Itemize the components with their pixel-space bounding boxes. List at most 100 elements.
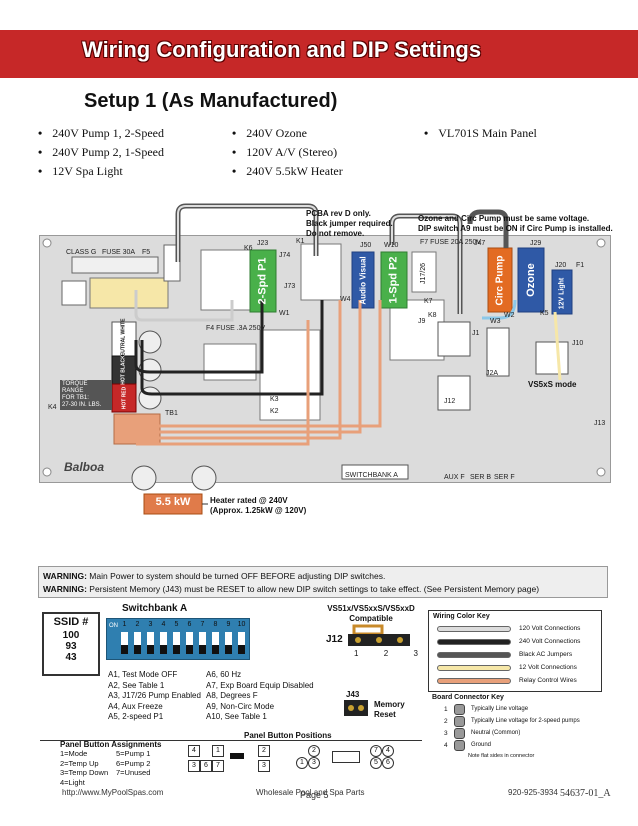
label-f4: F4 FUSE .3A 250V (206, 325, 266, 332)
panel-layout-b: 2 7 4 1 3 5 6 (296, 745, 396, 771)
connector-audio-visual (351, 251, 375, 309)
ssid-value: 93 (65, 641, 77, 652)
panel-assign-right: 5=Pump 1 6=Pump 2 7=Unused (116, 749, 150, 787)
label-j73: J73 (284, 283, 296, 290)
panel-button[interactable]: 3 (258, 760, 270, 772)
dip-switch[interactable]: 9 (223, 621, 234, 657)
footer-url[interactable]: http://www.MyPoolSpas.com (62, 788, 164, 797)
footer-doc: 54637-01_A (560, 788, 611, 799)
wire-12v (553, 311, 562, 381)
wiring-key-item: 120 Volt Connections (437, 622, 601, 635)
bullet-item: 240V Pump 2, 1-Speed (38, 145, 164, 160)
wire-color-swatch (437, 638, 511, 645)
label-neutral: NEUTRAL WHITE (121, 318, 128, 360)
dip-switch[interactable]: 2 (132, 621, 143, 657)
wire-color-swatch (437, 625, 511, 632)
bullet-col-3: VL701S Main Panel (424, 126, 537, 141)
pin (397, 637, 403, 643)
wire-120v (134, 290, 234, 322)
warning-text: Main Power to system should be turned OF… (89, 571, 386, 581)
memory-reset-label: Memory Reset (374, 700, 405, 720)
connector-ozone (517, 247, 545, 313)
label-tb1: TB1 (165, 410, 178, 417)
dip-switch[interactable]: 3 (145, 621, 156, 657)
panel-button[interactable]: 3 (188, 760, 200, 772)
dip-switch-slot (160, 632, 167, 654)
ozone-label-wrap: Ozone (517, 250, 545, 310)
black-jumper-wire (467, 209, 509, 248)
panel-button[interactable]: 6 (382, 757, 394, 769)
warning-label: WARNING: (43, 584, 87, 594)
dip-switch-knob (121, 645, 128, 654)
dip-switch-number: 6 (187, 621, 192, 628)
j43-label: J43 (346, 690, 360, 699)
dip-switch-slot (199, 632, 206, 654)
panel-button[interactable]: 4 (382, 745, 394, 757)
neutral-label-wrap: NEUTRAL WHITE (113, 318, 135, 359)
dip-switch[interactable]: 6 (184, 621, 195, 657)
terminal (61, 280, 87, 306)
circ-label-wrap: Circ Pump (487, 250, 513, 310)
connector-j17 (411, 251, 437, 293)
panel-button[interactable]: 1 (212, 745, 224, 757)
heater-terminal (191, 465, 217, 491)
jack-j10 (535, 341, 569, 375)
label-aux: AUX F (444, 474, 465, 481)
light-label-wrap: 12V Light (551, 272, 573, 314)
panel-button[interactable]: 5 (370, 757, 382, 769)
torque-line: FOR TB1: (62, 395, 89, 401)
dip-switch-number: 4 (161, 621, 166, 628)
bullet-item: VL701S Main Panel (424, 126, 537, 141)
pin-label: 2 (383, 649, 389, 658)
j12-pin-labels: 1 2 3 (354, 649, 418, 658)
label-j1: J1 (472, 330, 480, 337)
panel-button[interactable]: 7 (370, 745, 382, 757)
note-line: Black jumper required. (306, 219, 393, 228)
dip-switch[interactable]: 7 (197, 621, 208, 657)
dip-switch[interactable]: 1 (119, 621, 130, 657)
fuse-f4 (203, 343, 257, 381)
panel-button[interactable]: 2 (258, 745, 270, 757)
warning-box: WARNING: Main Power to system should be … (38, 566, 608, 598)
assign-item: 5=Pump 1 (116, 749, 151, 758)
ozone-wire (482, 299, 517, 320)
switchbank-title: Switchbank A (122, 603, 188, 614)
dip-switch-number: 3 (148, 621, 153, 628)
dip-switch-knob (199, 645, 206, 654)
footer-page: Page 5 (300, 790, 329, 800)
dip-switch-knob (173, 645, 180, 654)
panel-button[interactable]: 7 (212, 760, 224, 772)
connector-pin-number: 3 (444, 729, 448, 737)
j43-header (344, 700, 368, 716)
dip-switch[interactable]: 8 (210, 621, 221, 657)
board-switchbank (341, 464, 409, 480)
label-k2: K2 (270, 408, 279, 415)
label-j29: J29 (530, 240, 542, 247)
tb1-neutral (111, 321, 137, 357)
dip-switch[interactable]: 5 (171, 621, 182, 657)
panel-button[interactable]: 6 (200, 760, 212, 772)
panel-layout-a: 4 1 2 3 6 7 3 (188, 745, 270, 772)
connector-pin-number: 1 (444, 705, 448, 713)
wiring-key-item: 240 Volt Connections (437, 635, 601, 648)
panel-divider (40, 740, 422, 741)
j17-label-wrap: J17/26 (412, 254, 436, 292)
label-j9: J9 (418, 318, 426, 325)
dip-switch-slot (212, 632, 219, 654)
dip-switch[interactable]: 10 (236, 621, 247, 657)
panel-button[interactable]: 4 (188, 745, 200, 757)
panel-button[interactable]: 3 (308, 757, 320, 769)
memory-line: Memory (374, 700, 405, 709)
panel-assign-left: 1=Mode 2=Temp Up 3=Temp Down 4=Light (60, 749, 116, 787)
panel-button[interactable]: 1 (296, 757, 308, 769)
pin-label: 1 (354, 649, 359, 658)
dip-switch[interactable]: 4 (158, 621, 169, 657)
j43-body (344, 700, 368, 716)
connector-key-label: Typically Line voltage for 2-speed pumps (471, 718, 580, 724)
panel-button[interactable]: 2 (308, 745, 320, 757)
panel-assign-cols: 1=Mode 2=Temp Up 3=Temp Down 4=Light 5=P… (60, 749, 190, 787)
